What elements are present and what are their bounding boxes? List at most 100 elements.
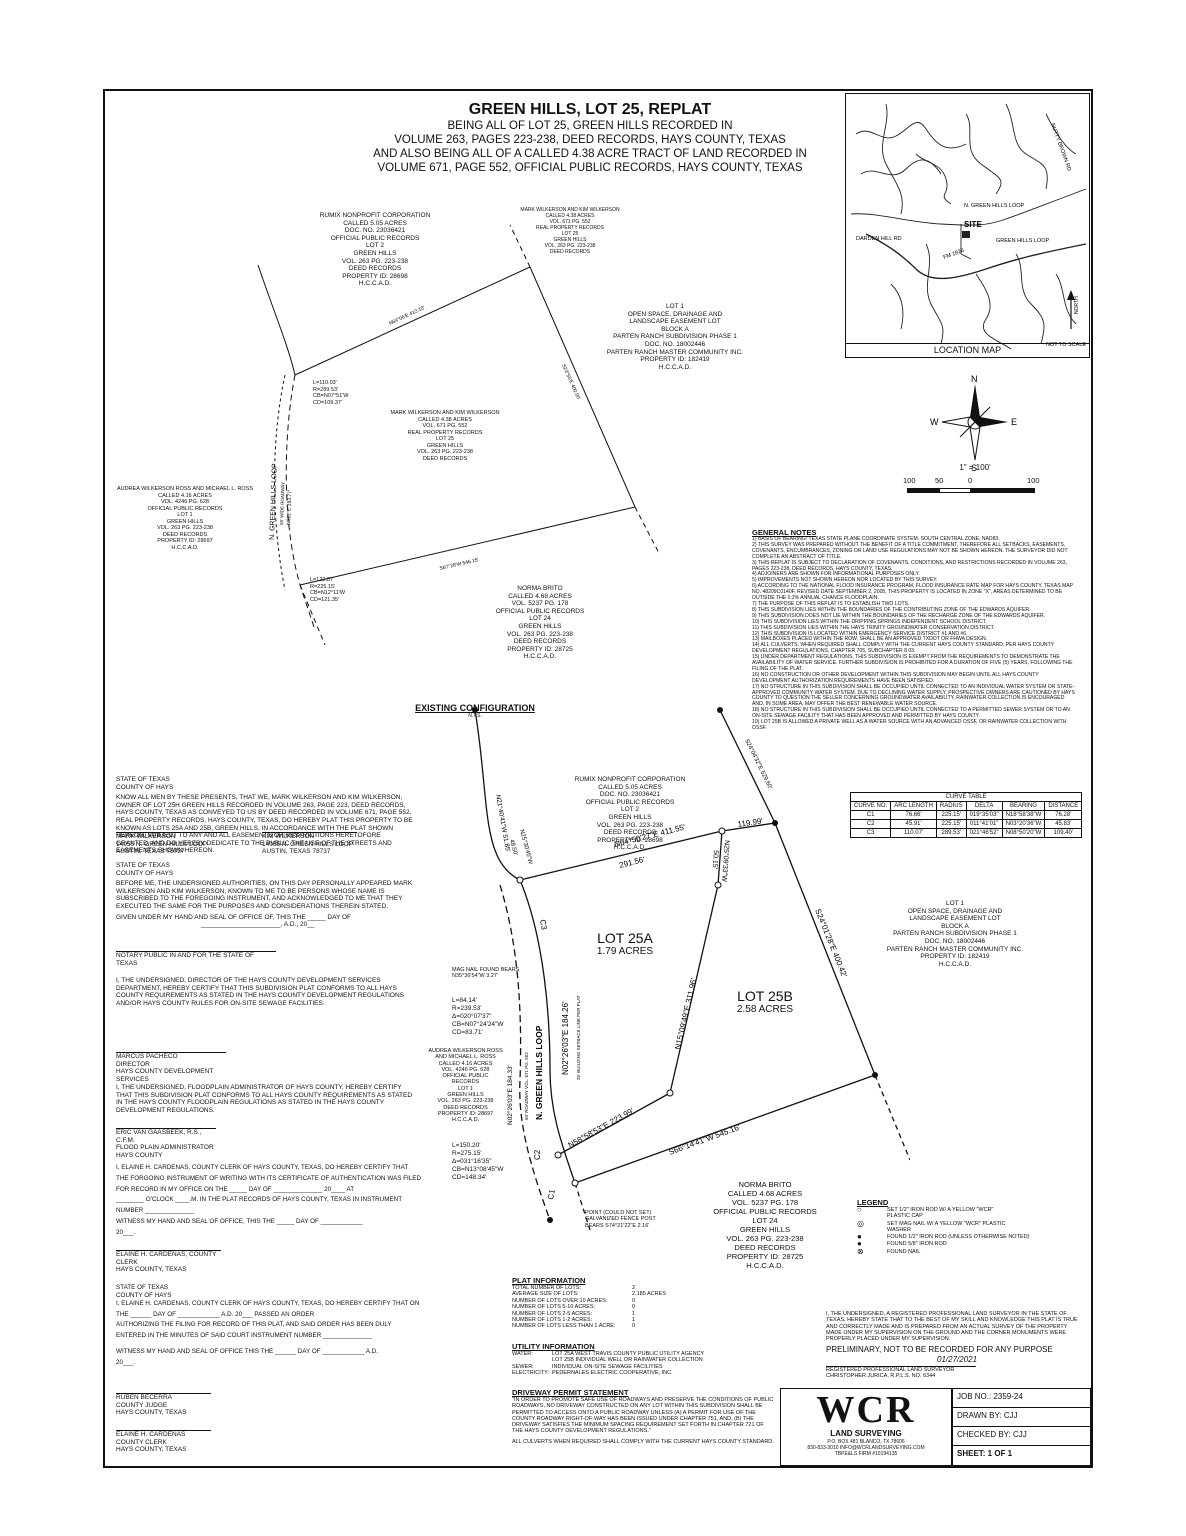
scale-tick: 100 <box>903 476 916 485</box>
found-rod-icon <box>472 707 478 713</box>
existing-road-label: N. GREEN HILLS LOOP <box>269 463 279 540</box>
northeast-line <box>719 709 776 824</box>
plat-title: GREEN HILLS, LOT 25, REPLAT <box>468 101 712 118</box>
compass-n: N <box>971 374 978 384</box>
signature-date: 01/27/2021 <box>937 1355 978 1364</box>
bearing-div2: N15°09'49"E 311.96' <box>673 977 698 1051</box>
north-line-east <box>721 822 776 832</box>
existing-road-sub: 50' WIDE ROADWAY <box>279 482 285 525</box>
setback-label: 25' BUILDING SETBACK LINE PER PLAT <box>576 995 581 1080</box>
set-rod-icon: ○ <box>857 1205 862 1214</box>
road-label: DARDEN HILL RD <box>856 236 902 242</box>
existing-configuration-drawing: N64°06'E 412.10' S23°55'E 400.00' S67°26… <box>257 224 661 646</box>
scale-tick: 50 <box>935 476 944 485</box>
surveyor-certificate: I, THE UNDERSIGNED, A REGISTERED PROFESS… <box>826 1311 1078 1343</box>
lot-25b-label: LOT 25B 2.58 ACRES <box>736 988 794 1015</box>
east-line <box>774 822 876 1076</box>
set-rod-icon <box>714 881 722 889</box>
bearing-w2: N25°30'45"W <box>518 829 533 865</box>
legend: LEGEND ○SET 1/2" IRON ROD W/ A YELLOW "W… <box>857 1198 1030 1256</box>
scale-label: 1" = 100' <box>959 463 991 472</box>
job-number: JOB NO.: 2359-24 <box>953 1389 1090 1408</box>
west-line-north <box>474 709 521 881</box>
road-sub-label: 50' ROADWAY VOL. 671 PG. 552 <box>524 1052 529 1120</box>
road-label: GREEN HILLS LOOP <box>996 238 1050 244</box>
found-rod-icon <box>872 1072 878 1078</box>
title-line: VOLUME 671, PAGE 552, OFFICIAL PUBLIC RE… <box>377 162 803 174</box>
road-label: N. GREEN HILLS LOOP <box>964 203 1025 209</box>
road-label: FM 1826 <box>943 248 965 261</box>
floodplain-certificate: I, THE UNDERSIGNED, FLOODPLAIN ADMINISTR… <box>116 1084 413 1114</box>
firm-logo: WCR <box>816 1389 916 1431</box>
bearing-n1b: 291.56' <box>618 855 646 870</box>
notary-signature: NOTARY PUBLIC IN AND FOR THE STATE OF TE… <box>116 951 276 967</box>
north-line <box>519 830 723 881</box>
scale-tick: 0 <box>968 476 973 485</box>
scale-tick: 100 <box>1027 476 1040 485</box>
bearing-road2: N02°26'03"E 184.33' <box>506 1065 514 1125</box>
curve-a-data: L=84.14'R=239.53'Δ=020°07'37"CB=N07°24'2… <box>452 997 504 1036</box>
plat-title-block: GREEN HILLS, LOT 25, REPLAT BEING ALL OF… <box>280 100 900 175</box>
curve-c3: C3 <box>538 919 549 931</box>
proposed-plat-drawing: N64°50'27"E 411.55' 291.56' 119.99' S24°… <box>472 707 910 1231</box>
bearing-s: N58°58'53"E 223.99' <box>567 1106 636 1150</box>
lot-25a-label: LOT 25A 1.79 ACRES <box>596 930 654 957</box>
divider-south <box>557 1092 671 1156</box>
road-label: N. GREEN HILLS LOOP <box>534 1025 544 1120</box>
sheet-number: SHEET: 1 OF 1 <box>957 1449 1013 1458</box>
bearing-ne: S24°04'32"E 529.60' <box>743 738 772 790</box>
west-row-line <box>499 884 551 1221</box>
compass-rose-icon: N S W E <box>930 374 1017 472</box>
bearing-road1: N02°26'03"E 184.26' <box>561 1001 570 1075</box>
east-row-line <box>519 879 576 1184</box>
plat-sheet <box>103 89 1093 1468</box>
curve-b-data: L=150.20'R=275.15'Δ=031°16'35"CB=N13°08'… <box>452 1142 504 1181</box>
existing-bearing-south: S67°26'W 546.15' <box>439 557 479 572</box>
title-line: VOLUME 263, PAGES 223-238, DEED RECORDS,… <box>394 134 786 146</box>
utility-information: UTILITY INFORMATION WATER:LOT 25A WEST T… <box>512 1342 705 1377</box>
clerk-certificate: I, ELAINE H. CARDENAS, COUNTY CLERK OF H… <box>116 1164 422 1236</box>
location-map: SITE N. GREEN HILLS LOOP DARDEN HILL RD … <box>845 93 1090 358</box>
found-rod-icon <box>547 1217 553 1223</box>
found-nail-icon: ⊗ <box>857 1246 864 1256</box>
found-rod-icon: ● <box>857 1232 862 1242</box>
title-block: JOB NO.: 2359-24 DRAWN BY: CJJ CHECKED B… <box>952 1388 1091 1466</box>
location-map-drawing: SITE N. GREEN HILLS LOOP DARDEN HILL RD … <box>850 103 1086 350</box>
compass-w: W <box>930 417 939 427</box>
compass-s: S <box>971 463 977 472</box>
bearing-e: S24°01'28"E 400.42' <box>813 907 849 979</box>
mag-nail-icon: ◎ <box>857 1218 864 1228</box>
set-rod-icon <box>516 876 524 884</box>
set-rod-icon <box>718 827 726 835</box>
floodplain-signature: ERIC VAN GAASBEEK, R.S., C.F.M.FLOOD PLA… <box>116 1128 216 1159</box>
divider-2 <box>669 884 719 1094</box>
location-map-caption: LOCATION MAP <box>846 343 1089 355</box>
checked-by: CHECKED BY: CJJ <box>953 1427 1090 1446</box>
title-line: BEING ALL OF LOT 25, GREEN HILLS RECORDE… <box>447 120 733 132</box>
south-line <box>574 1074 876 1184</box>
site-label: SITE <box>964 220 982 229</box>
set-rod-icon <box>666 1089 674 1097</box>
divider-1 <box>717 830 723 886</box>
set-rod-icon <box>554 1151 562 1159</box>
curve-c1: C1 <box>546 1188 557 1200</box>
curve-c2: C2 <box>533 1149 542 1160</box>
found-rod-icon <box>717 707 723 713</box>
